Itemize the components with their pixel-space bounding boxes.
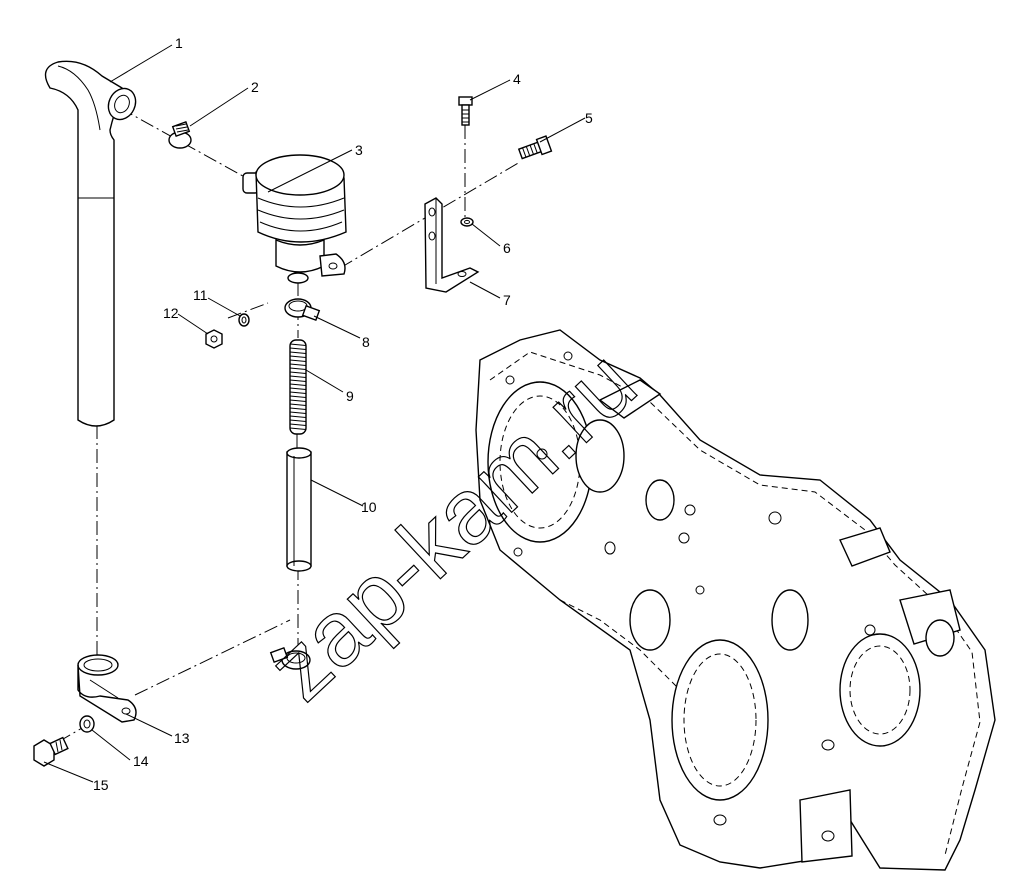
callout-8: 8	[362, 334, 370, 350]
hose-rib	[289, 387, 307, 390]
hose-rib	[289, 391, 307, 394]
hose-rib	[289, 383, 307, 386]
callout-6: 6	[503, 240, 511, 256]
part-8-hose-clamp	[284, 298, 321, 321]
part-12-nut	[205, 329, 223, 349]
part-1-breather-pipe	[44, 60, 137, 427]
callout-15: 15	[93, 777, 109, 793]
hose-rib	[289, 375, 307, 378]
callout-9: 9	[346, 388, 354, 404]
hose-rib	[289, 343, 307, 346]
part-6-washer	[460, 217, 474, 227]
callout-3: 3	[355, 142, 363, 158]
hose-rib	[289, 411, 307, 414]
hose-rib	[289, 427, 307, 430]
callout-12: 12	[163, 305, 179, 321]
part-10-pipe-sleeve	[286, 447, 312, 572]
callout-11: 11	[193, 287, 208, 303]
hose-rib	[289, 399, 307, 402]
callout-10: 10	[361, 499, 377, 515]
hose-rib	[289, 355, 307, 358]
part-2-hose-clamp	[168, 121, 192, 149]
part-15-bolt	[33, 736, 69, 767]
callout-1: 1	[175, 35, 183, 51]
hose-rib	[289, 407, 307, 410]
hose-rib	[289, 423, 307, 426]
callout-labels: 1 2 3 4 5 6 7 8 9 10 11 12 13 14 15	[93, 35, 593, 793]
part-9-corrugated-hose	[289, 339, 307, 435]
lower-hose-clamp	[269, 647, 311, 670]
callout-7: 7	[503, 292, 511, 308]
hose-rib	[289, 359, 307, 362]
part-7-bracket	[424, 197, 480, 293]
hose-rib	[289, 371, 307, 374]
hose-rib	[289, 395, 307, 398]
hose-rib	[289, 419, 307, 422]
part-13-pipe-clamp	[77, 654, 137, 723]
hose-rib	[289, 351, 307, 354]
engine-front-cover	[475, 329, 996, 871]
hose-rib	[289, 367, 307, 370]
part-14-washer	[79, 715, 95, 733]
part-11-washer	[238, 313, 250, 327]
hose-rib	[289, 347, 307, 350]
hose-rib	[289, 379, 307, 382]
callout-5: 5	[585, 110, 593, 126]
part-3-breather-housing	[242, 154, 347, 284]
part-4-bolt	[458, 96, 473, 126]
hose-rib	[289, 403, 307, 406]
callout-4: 4	[513, 71, 521, 87]
hose-rib	[289, 363, 307, 366]
hose-rib	[289, 415, 307, 418]
callout-13: 13	[174, 730, 190, 746]
leader-lines	[43, 44, 586, 783]
part-5-bolt	[517, 135, 553, 160]
callout-2: 2	[251, 79, 259, 95]
callout-14: 14	[133, 753, 149, 769]
